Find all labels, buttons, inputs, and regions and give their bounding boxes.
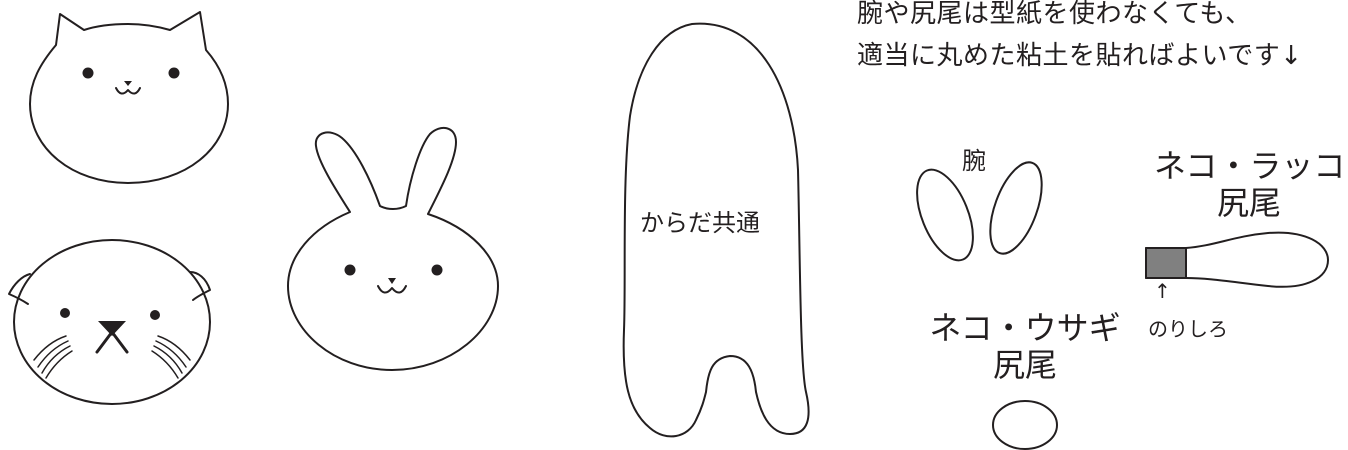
cat-nose: [124, 81, 132, 86]
otter-right-eye: [150, 310, 160, 320]
note-line-2: 適当に丸めた粘土を貼ればよいです↓: [857, 41, 1303, 71]
round-tail-label-line-1: ネコ・ウサギ: [929, 309, 1121, 347]
rabbit-head-outline: [287, 126, 499, 371]
otter-face-pattern: [8, 239, 211, 405]
otter-nose: [98, 321, 126, 336]
glue-label: のりしろ: [1148, 317, 1228, 341]
rabbit-right-eye: [431, 264, 443, 276]
otter-whiskers-left: [33, 335, 73, 379]
note-line-1: 腕や尻尾は型紙を使わなくても、: [857, 0, 1252, 29]
rabbit-face-pattern: [287, 126, 499, 371]
otter-whiskers-right: [151, 335, 191, 379]
cat-left-eye: [82, 67, 94, 79]
otter-head-outline: [13, 239, 211, 405]
cat-right-eye: [168, 67, 180, 79]
arm-label: 腕: [962, 147, 986, 175]
long-tail-label: ネコ・ラッコ 尻尾: [1154, 147, 1346, 222]
otter-right-ear: [189, 271, 211, 301]
otter-left-ear: [8, 273, 31, 305]
long-tail-label-line-1: ネコ・ラッコ: [1154, 147, 1346, 185]
cat-face-pattern: [29, 11, 229, 184]
body-label: からだ共通: [640, 209, 760, 237]
otter-left-eye: [60, 308, 70, 318]
glue-arrow: ↑: [1154, 279, 1171, 303]
cat-mouth: [115, 87, 141, 95]
long-tail-outline: [1145, 231, 1329, 288]
rabbit-nose: [388, 278, 396, 284]
arm-patterns: [916, 161, 1043, 262]
round-tail-pattern: [992, 400, 1058, 450]
body-pattern-outline: [622, 22, 810, 438]
long-tail-pattern: [1145, 231, 1329, 288]
round-tail-label-line-2: 尻尾: [992, 345, 1057, 384]
cat-head-outline: [29, 11, 229, 184]
glue-tab: [1145, 247, 1187, 279]
rabbit-left-eye: [344, 264, 356, 276]
long-tail-label-line-2: 尻尾: [1216, 183, 1281, 222]
arm-right-pattern: [989, 161, 1043, 255]
round-tail-label: ネコ・ウサギ 尻尾: [918, 310, 1132, 384]
arm-left-pattern: [916, 168, 974, 262]
rabbit-mouth: [377, 285, 407, 294]
otter-mouth: [95, 330, 129, 354]
